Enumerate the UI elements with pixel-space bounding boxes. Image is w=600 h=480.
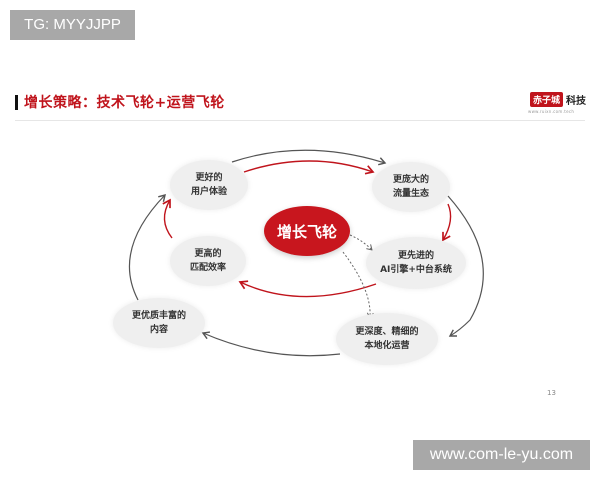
logo-text: 科技	[566, 96, 587, 107]
watermark-top: TG: MYYJJPP	[10, 10, 135, 40]
node-matching-efficiency: 更高的匹配效率	[170, 236, 246, 286]
company-logo: 赤子城 科技	[530, 92, 586, 107]
logo-url: www.ruixn.com.tech	[528, 109, 575, 114]
page-title: 增长策略：技术飞轮+运营飞轮	[24, 95, 225, 111]
page-number: 13	[547, 389, 556, 397]
slide-title: 增长策略：技术飞轮+运营飞轮	[15, 92, 225, 112]
logo-badge: 赤子城	[530, 92, 564, 107]
node-user-experience: 更好的用户体验	[170, 160, 248, 210]
title-accent-bar	[15, 94, 18, 110]
watermark-bottom: www.com-le-yu.com	[413, 440, 590, 470]
node-traffic-ecosystem: 更庞大的流量生态	[372, 162, 450, 212]
title-divider	[15, 120, 585, 121]
node-local-operations: 更深度、精细的本地化运营	[336, 313, 438, 365]
node-quality-content: 更优质丰富的内容	[113, 298, 205, 348]
growth-flywheel-center: 增长飞轮	[264, 206, 350, 256]
